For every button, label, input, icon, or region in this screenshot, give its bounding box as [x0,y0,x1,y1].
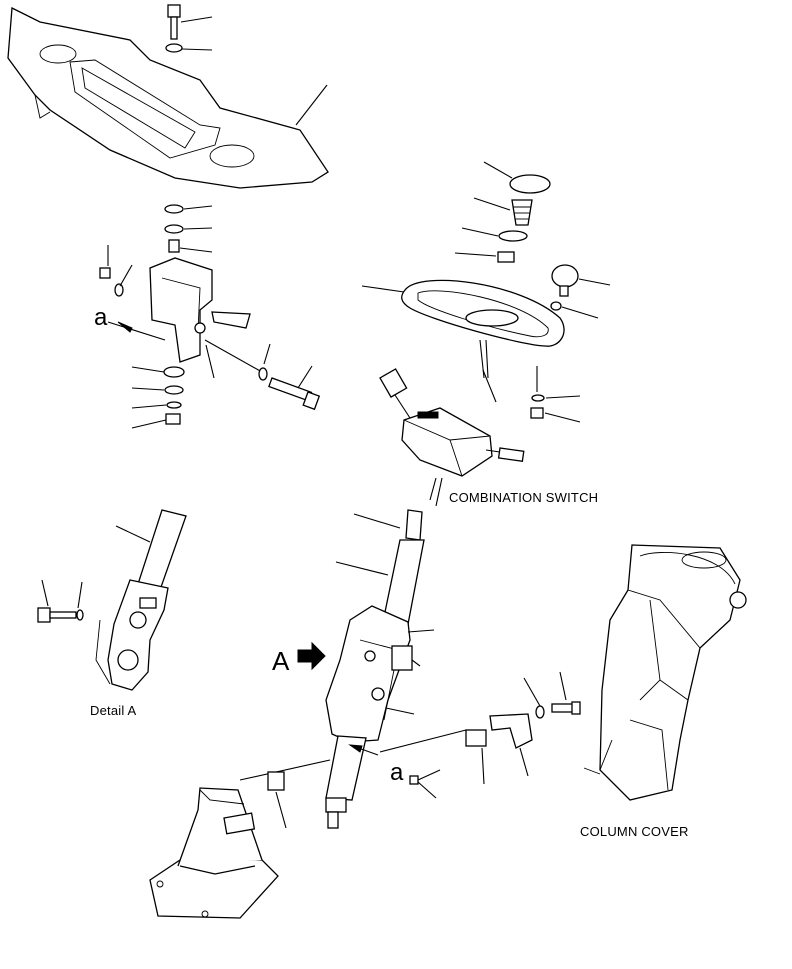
mount-pad [267,771,287,829]
leader-line [295,84,328,126]
ref-a-lower: a [348,744,404,786]
ref-a-lower-letter: a [390,759,404,786]
steering-wheel [361,279,565,347]
combination-switch-label: COMBINATION SWITCH [449,490,598,505]
washer-stack-upper [164,204,213,253]
column-bolt [409,769,441,799]
column-cover [583,544,747,801]
dashboard-panel [7,6,329,189]
clamp-bracket [379,671,581,785]
detail-a-view: Detail A [37,509,187,718]
combination-switch: COMBINATION SWITCH [379,368,598,507]
view-a-letter: A [272,646,290,676]
detail-a-label: Detail A [90,703,137,718]
view-a-indicator: A [272,641,326,676]
washer-nut-right [530,366,581,423]
o-ring [461,227,528,242]
horn-spring [473,197,533,226]
knob [550,264,611,319]
bracket-assembly [99,245,251,363]
horn-cap [483,161,551,194]
steering-column [325,509,435,829]
washer-stack-lower [131,366,185,429]
top-bolt [165,4,213,53]
wheel-spindle [479,339,497,403]
ref-a-upper-letter: a [94,304,108,331]
column-cover-label: COLUMN COVER [580,824,689,839]
pin-bolt [204,339,321,411]
wheel-nut [454,251,515,263]
column-mount [149,759,331,919]
